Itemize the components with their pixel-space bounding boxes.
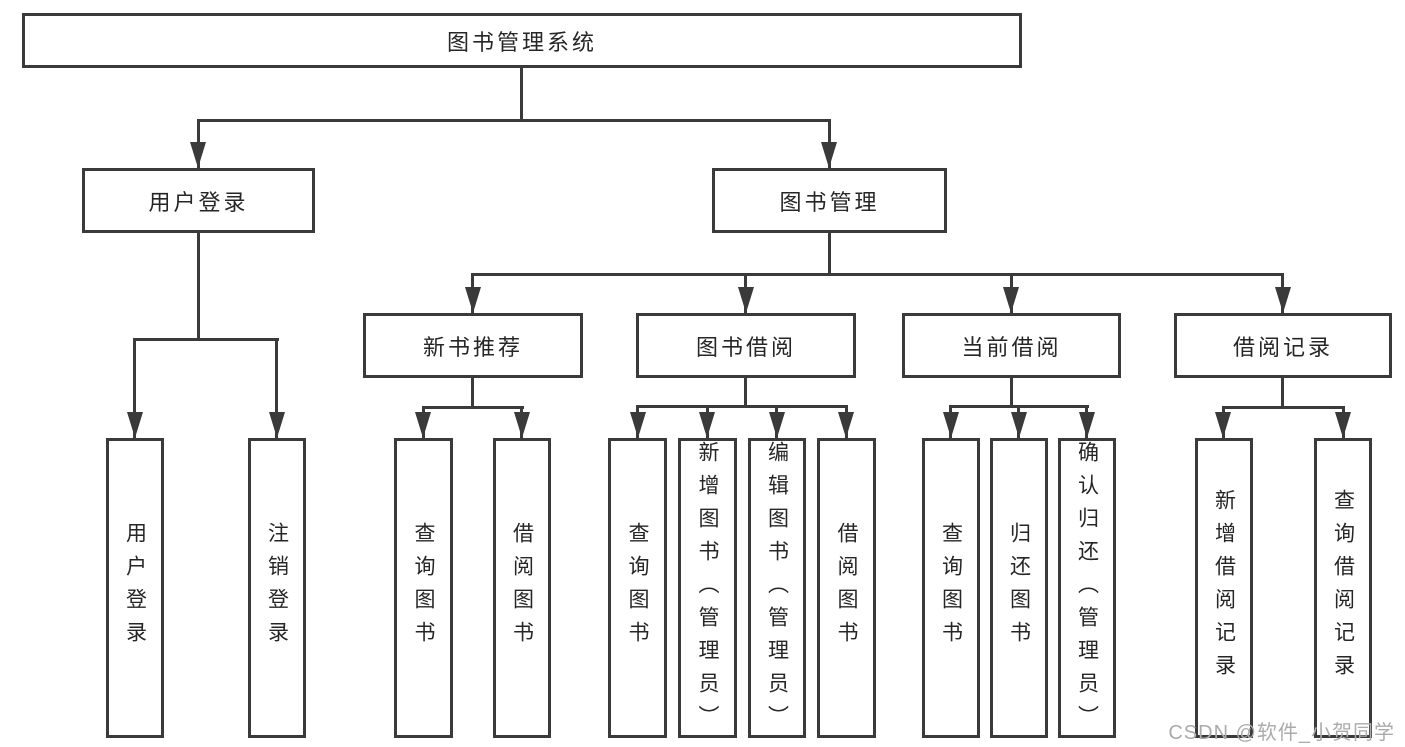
connector-book-management-trunk <box>828 233 831 273</box>
connector-level2-rail <box>197 119 831 122</box>
arrow-down-icon <box>127 412 143 438</box>
connector-new-book-trunk <box>471 378 474 406</box>
leaf-query-books-recommend: 查询图书 <box>394 438 453 738</box>
node-book-management: 图书管理 <box>712 168 947 233</box>
connector-book-borrow-trunk <box>744 378 747 405</box>
leaf-add-borrow-record-label: 新增借阅记录 <box>1212 489 1236 687</box>
node-current-borrow: 当前借阅 <box>902 313 1121 378</box>
connector-root-trunk <box>520 68 523 119</box>
leaf-query-books-current: 查询图书 <box>922 438 980 738</box>
node-book-borrow-label: 图书借阅 <box>695 334 796 360</box>
arrow-down-icon <box>1215 412 1231 438</box>
leaf-borrow-books: 借阅图书 <box>817 438 876 738</box>
arrow-down-icon <box>190 142 206 168</box>
arrow-down-icon <box>1275 287 1291 313</box>
node-current-borrow-label: 当前借阅 <box>961 334 1062 360</box>
arrow-down-icon <box>769 412 785 438</box>
leaf-query-borrow-record: 查询借阅记录 <box>1314 438 1372 738</box>
arrow-down-icon <box>943 412 959 438</box>
node-new-book-recommend: 新书推荐 <box>363 313 583 378</box>
leaf-confirm-return-admin: 确认归还（管理员） <box>1058 438 1116 738</box>
connector-level3-rail <box>471 273 1283 276</box>
leaf-edit-book-admin: 编辑图书（管理员） <box>748 438 806 738</box>
node-user-login: 用户登录 <box>82 168 315 233</box>
arrow-down-icon <box>465 287 481 313</box>
leaf-user-login: 用户登录 <box>106 438 164 738</box>
csdn-watermark: CSDN @软件_小贺同学 <box>1168 722 1395 744</box>
connector-stub-leaf-logout <box>275 338 278 438</box>
node-borrow-records-label: 借阅记录 <box>1232 334 1333 360</box>
leaf-confirm-return-admin-label: 确认归还（管理员） <box>1075 441 1099 738</box>
arrow-down-icon <box>699 412 715 438</box>
leaf-return-book: 归还图书 <box>990 438 1048 738</box>
node-book-borrow: 图书借阅 <box>636 313 856 378</box>
leaf-query-books-recommend-label: 查询图书 <box>412 522 435 654</box>
connector-current-borrow-trunk <box>1010 378 1013 405</box>
node-borrow-records: 借阅记录 <box>1174 313 1392 378</box>
connector-borrow-records-trunk <box>1281 378 1284 406</box>
leaf-borrow-books-label: 借阅图书 <box>835 522 858 654</box>
connector-user-login-rail <box>133 338 279 341</box>
leaf-borrow-books-recommend-label: 借阅图书 <box>510 522 534 654</box>
leaf-borrow-books-recommend: 借阅图书 <box>493 438 551 738</box>
leaf-user-login-label: 用户登录 <box>123 522 147 654</box>
arrow-down-icon <box>1003 287 1019 313</box>
connector-stub-leaf-user-login <box>133 338 136 438</box>
connector-book-borrow-rail <box>636 405 848 408</box>
leaf-query-books-borrow-label: 查询图书 <box>626 522 649 654</box>
connector-borrow-records-rail <box>1222 406 1345 409</box>
node-new-book-recommend-label: 新书推荐 <box>422 334 523 360</box>
connector-new-book-rail <box>422 406 524 409</box>
leaf-return-book-label: 归还图书 <box>1007 522 1031 654</box>
arrow-down-icon <box>1079 412 1095 438</box>
arrow-down-icon <box>415 412 431 438</box>
leaf-add-book-admin-label: 新增图书（管理员） <box>696 441 719 738</box>
leaf-logout: 注销登录 <box>248 438 306 738</box>
arrow-down-icon <box>838 412 854 438</box>
leaf-logout-label: 注销登录 <box>265 522 289 654</box>
arrow-down-icon <box>269 412 285 438</box>
leaf-query-books-current-label: 查询图书 <box>939 522 963 654</box>
arrow-down-icon <box>821 142 837 168</box>
arrow-down-icon <box>738 287 754 313</box>
leaf-add-borrow-record: 新增借阅记录 <box>1195 438 1253 738</box>
arrow-down-icon <box>514 412 530 438</box>
leaf-edit-book-admin-label: 编辑图书（管理员） <box>765 441 789 738</box>
leaf-query-borrow-record-label: 查询借阅记录 <box>1331 489 1355 687</box>
node-book-management-label: 图书管理 <box>779 189 880 215</box>
arrow-down-icon <box>1335 412 1351 438</box>
node-user-login-label: 用户登录 <box>148 189 249 215</box>
leaf-add-book-admin: 新增图书（管理员） <box>678 438 737 738</box>
leaf-query-books-borrow: 查询图书 <box>608 438 667 738</box>
arrow-down-icon <box>630 412 646 438</box>
arrow-down-icon <box>1011 412 1027 438</box>
node-root-label: 图书管理系统 <box>446 29 597 55</box>
node-root: 图书管理系统 <box>22 13 1022 68</box>
connector-user-login-trunk <box>197 233 200 338</box>
